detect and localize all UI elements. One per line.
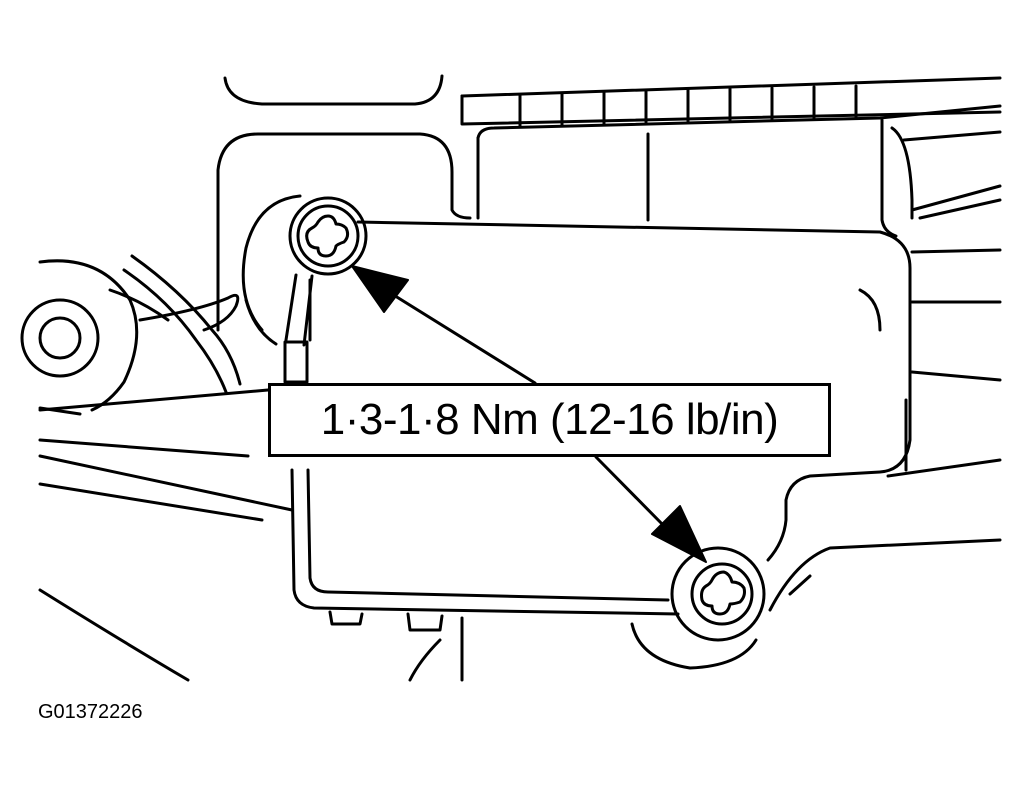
actuator-body-left-edge-inner [306, 468, 670, 602]
wire-harness [108, 254, 242, 394]
lower-bracket [768, 538, 1002, 612]
bottom-tabs [328, 610, 758, 682]
arrowhead-upper [351, 265, 409, 313]
top-bracket [223, 74, 444, 106]
leader-arrows [351, 265, 707, 563]
upper-screw-boss [241, 194, 314, 384]
leader-line-lower [594, 455, 670, 532]
lower-screw-icon [670, 546, 766, 642]
right-housing [476, 104, 1002, 478]
leader-line-upper [390, 292, 537, 385]
actuator-body-left-edge [290, 468, 680, 616]
left-roller [20, 259, 139, 416]
frame-lines [38, 388, 294, 682]
actuator-body [356, 220, 912, 562]
gear-strip [460, 76, 1002, 128]
torque-spec-text: 1·3-1·8 Nm (12-16 lb/in) [320, 395, 779, 444]
figure-id: G01372226 [38, 701, 143, 723]
arrowhead-lower [651, 505, 707, 563]
mounting-plate [216, 132, 472, 332]
lower-bracket-edge [788, 574, 812, 596]
torque-spec-callout: 1·3-1·8 Nm (12-16 lb/in) [268, 383, 831, 457]
upper-screw-icon [288, 196, 368, 276]
